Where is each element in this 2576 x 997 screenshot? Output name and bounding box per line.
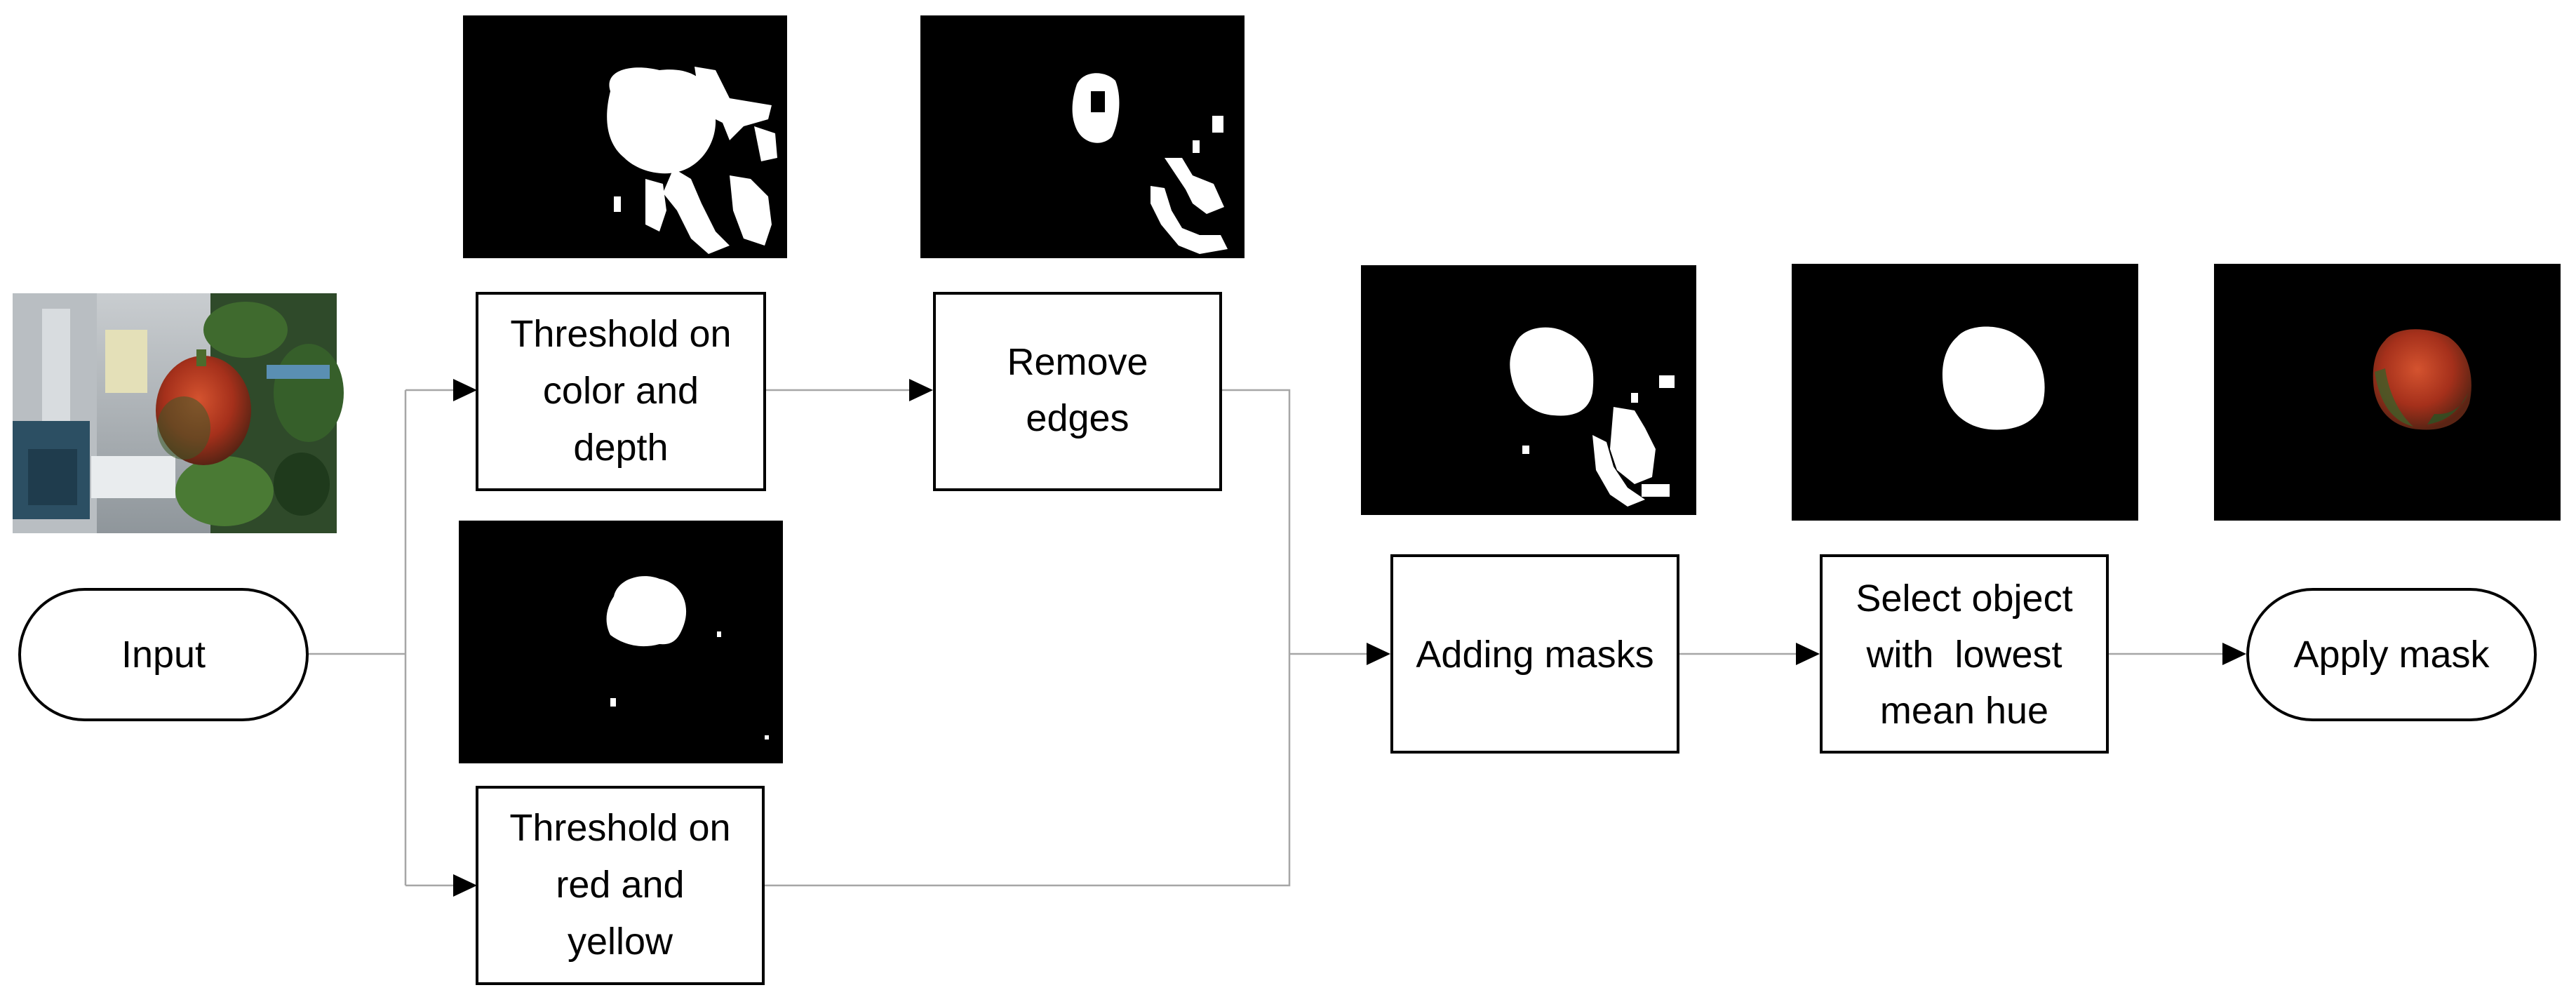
- input-photo: [13, 293, 344, 533]
- select-object-node[interactable]: Select object with lowest mean hue: [1820, 554, 2109, 754]
- masked-output-image: [2214, 264, 2561, 521]
- arrow-to-remove-edges: [909, 379, 933, 401]
- threshold-red-yellow-line-3: yellow: [568, 921, 673, 963]
- threshold-color-depth-node[interactable]: Threshold on color and depth: [476, 292, 766, 491]
- select-object-line-1: Select object: [1856, 577, 2072, 620]
- connector-threshold-red-merge: [763, 654, 1291, 887]
- remove-edges-line-1: Remove: [1007, 341, 1148, 383]
- threshold-red-yellow-line-1: Threshold on: [509, 807, 730, 849]
- mask-red-yellow-image: [459, 521, 783, 763]
- threshold-color-depth-line-1: Threshold on: [510, 313, 731, 355]
- adding-masks-node[interactable]: Adding masks: [1390, 554, 1679, 754]
- threshold-color-depth-line-3: depth: [573, 427, 668, 469]
- threshold-red-yellow-line-2: red and: [556, 864, 684, 906]
- mask-selected-image: [1792, 264, 2138, 521]
- adding-masks-label: Adding masks: [1416, 634, 1653, 676]
- remove-edges-line-2: edges: [1026, 397, 1129, 439]
- remove-edges-node[interactable]: Remove edges: [933, 292, 1222, 491]
- mask-color-depth-image: [463, 15, 787, 258]
- select-object-line-2: with lowest: [1865, 634, 2062, 676]
- mask-remove-edges-image: [920, 15, 1245, 258]
- apply-mask-label: Apply mask: [2293, 634, 2490, 676]
- connectors: [307, 379, 2246, 897]
- mask-added-image: [1361, 265, 1696, 515]
- arrow-to-threshold-color: [453, 379, 477, 401]
- arrow-to-threshold-red: [453, 874, 477, 897]
- connector-remove-edges-merge: [1221, 389, 1291, 654]
- arrow-to-adding-masks: [1367, 643, 1390, 665]
- threshold-color-depth-line-2: color and: [543, 370, 699, 412]
- input-label: Input: [121, 634, 206, 676]
- arrow-to-select-object: [1796, 643, 1820, 665]
- arrow-to-apply-mask: [2222, 643, 2246, 665]
- apply-mask-node[interactable]: Apply mask: [2246, 588, 2537, 721]
- input-node[interactable]: Input: [18, 588, 309, 721]
- select-object-line-3: mean hue: [1880, 690, 2048, 732]
- threshold-red-yellow-node[interactable]: Threshold on red and yellow: [476, 786, 765, 985]
